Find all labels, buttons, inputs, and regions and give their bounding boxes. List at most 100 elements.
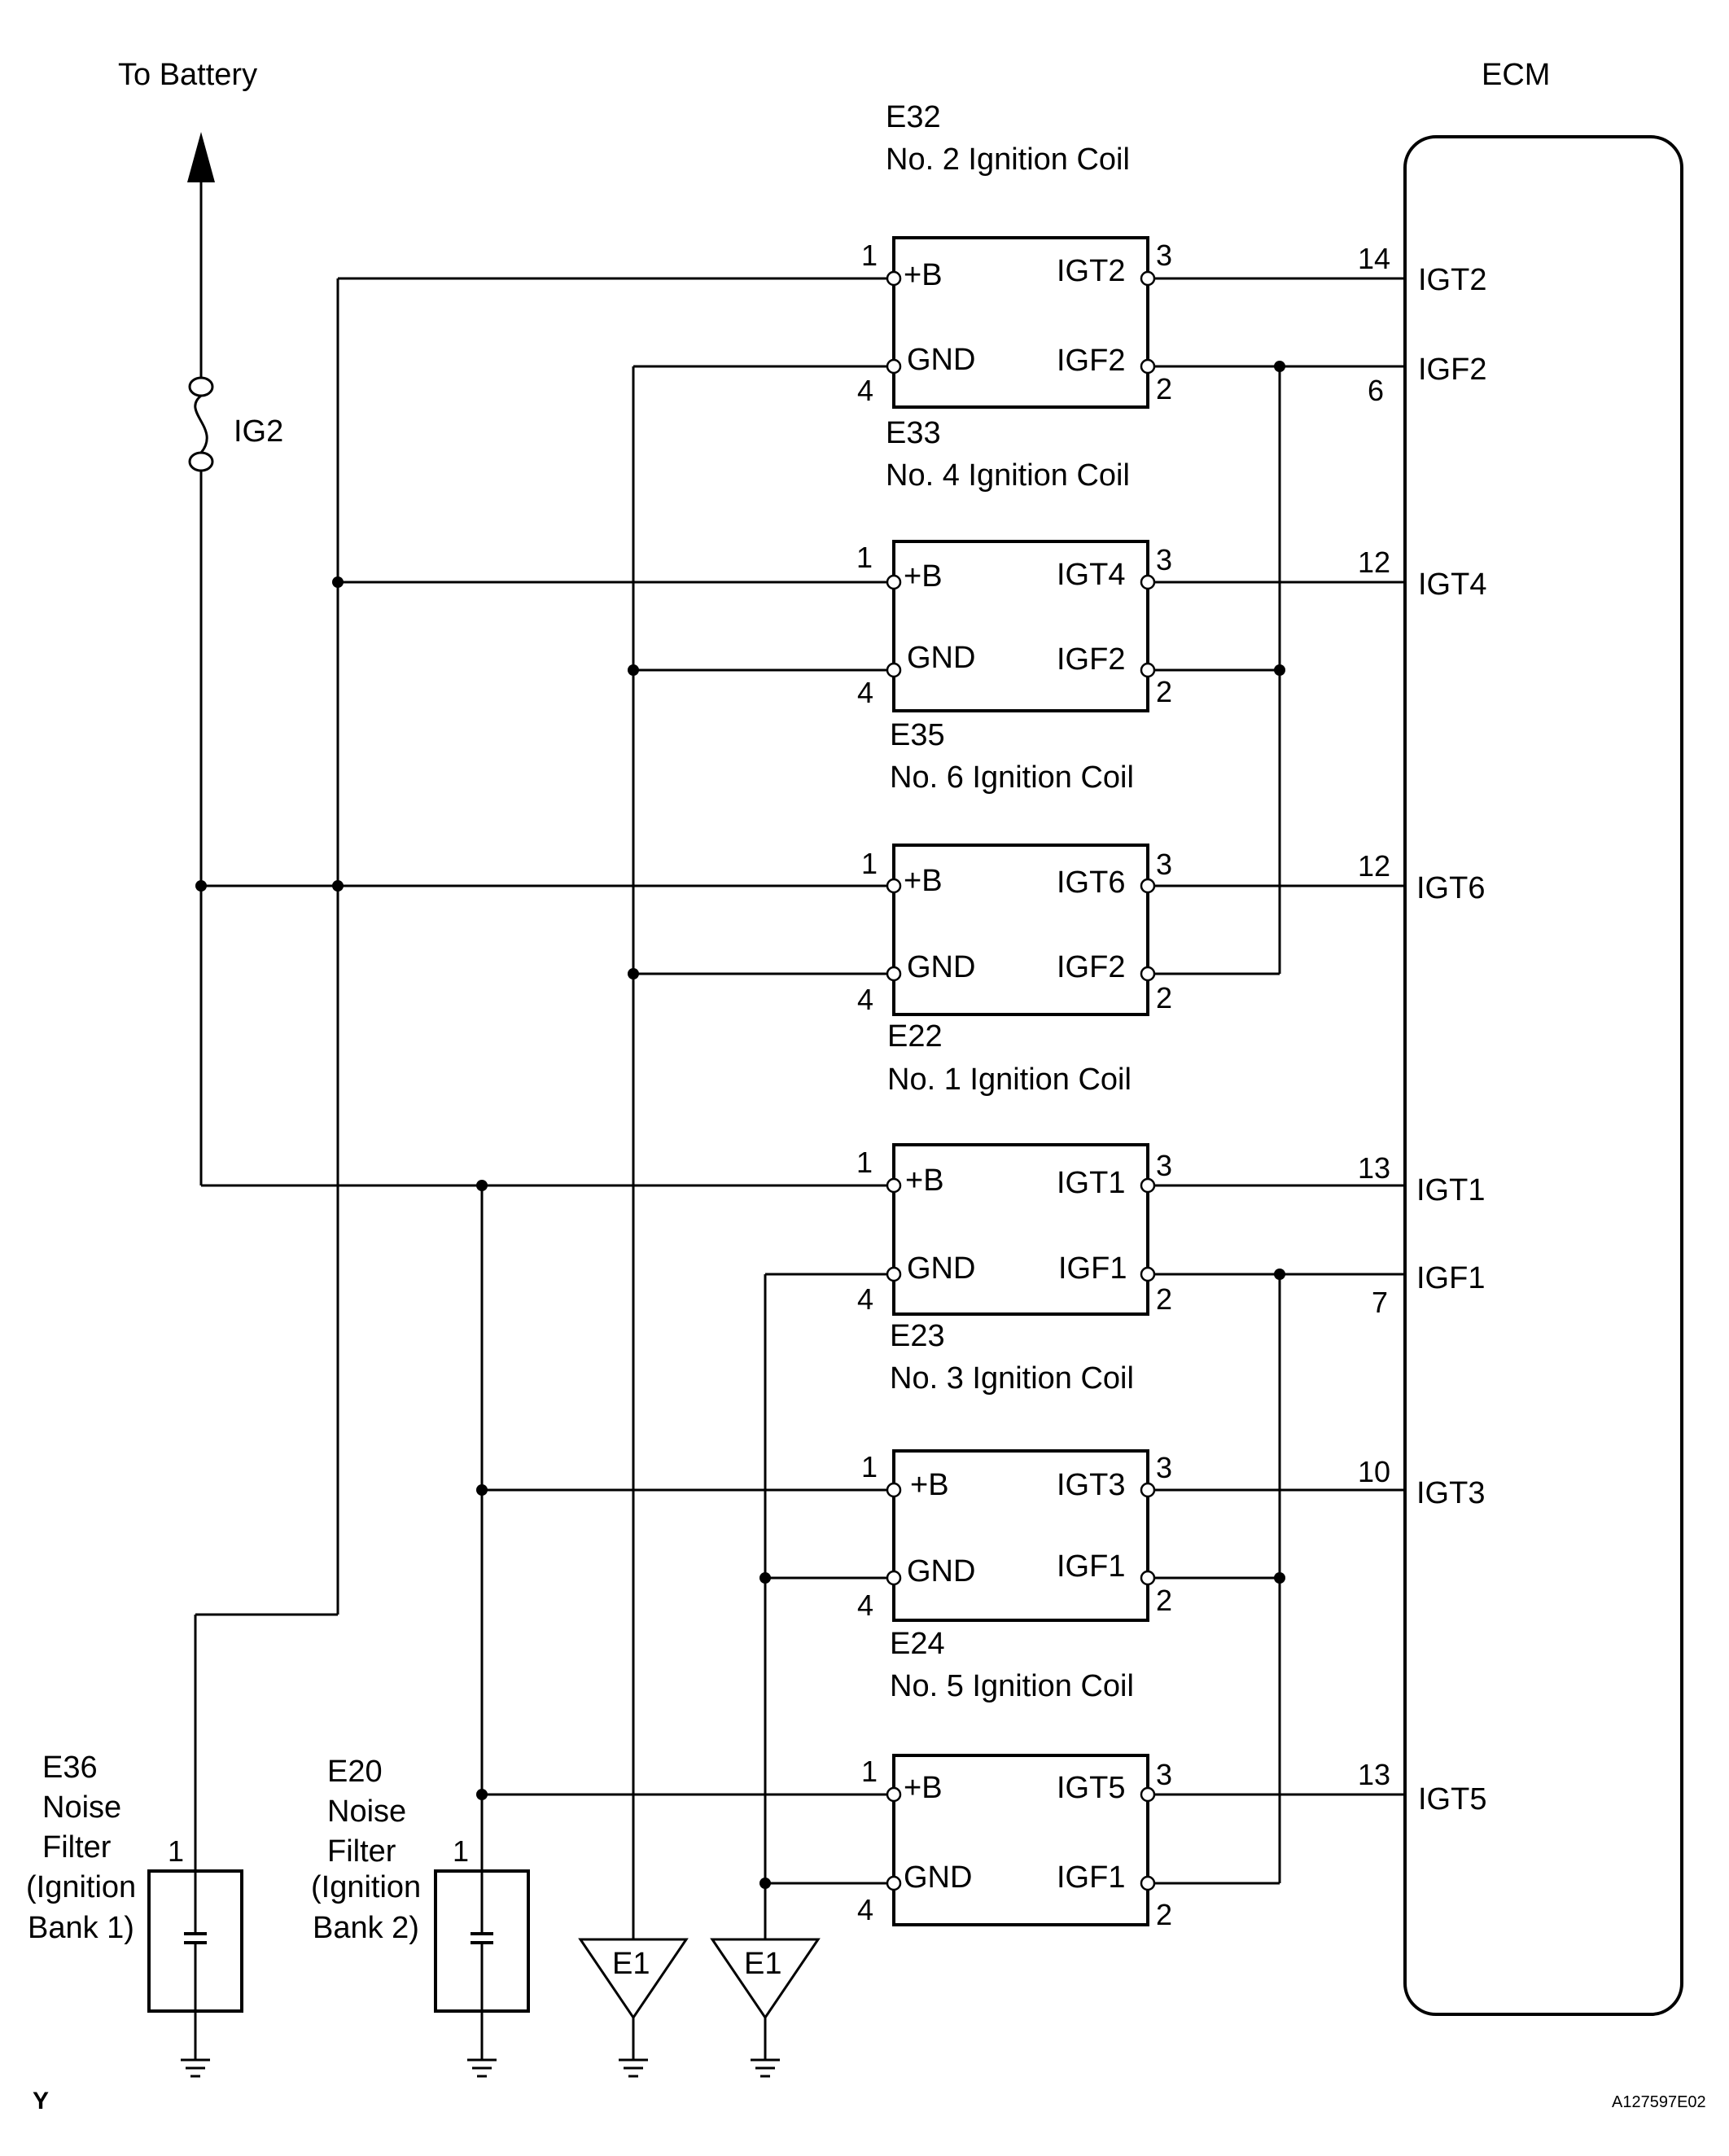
ecm-pin-igt: 12 <box>1358 546 1390 579</box>
pin-igf: IGF2 <box>1057 950 1125 984</box>
filter-line: (Ignition <box>26 1870 136 1904</box>
pin-gnd: GND <box>907 641 975 675</box>
ignition-coil-e32: E32 No. 2 Ignition Coil +B GND IGT2 IGF2… <box>857 100 1390 409</box>
ecm-pin-igt: 13 <box>1358 1151 1390 1185</box>
ground-e1-right: E1 <box>710 1938 821 2078</box>
ecm-terminal: IGT3 <box>1416 1476 1485 1510</box>
ground-e1-left: E1 <box>578 1938 689 2078</box>
pin-plus-b: +B <box>910 1468 949 1502</box>
noise-filter-e20: E20 Noise Filter (Ignition Bank 2) 1 <box>311 1755 530 2078</box>
pin-igf: IGF2 <box>1057 642 1125 677</box>
coil-box <box>892 1754 1149 1926</box>
ecm-box <box>1403 135 1683 2016</box>
ecm-terminal: IGT2 <box>1418 263 1486 297</box>
coil-name: No. 1 Ignition Coil <box>887 1063 1132 1097</box>
pin-num-3: 3 <box>1156 239 1172 272</box>
ecm-title: ECM <box>1482 58 1550 92</box>
filter-code: E20 <box>327 1755 383 1789</box>
pin-plus-b: +B <box>904 1771 943 1805</box>
coil-name: No. 3 Ignition Coil <box>890 1361 1134 1396</box>
pin-num-2: 2 <box>1156 1898 1172 1931</box>
ecm-pin-igt: 13 <box>1358 1758 1390 1791</box>
coil-box <box>892 1143 1149 1316</box>
pin-gnd: GND <box>907 1554 975 1589</box>
coil-box <box>892 844 1149 1016</box>
pin-num-4: 4 <box>857 983 873 1016</box>
pin-num-4: 4 <box>857 1893 873 1926</box>
pin-igt: IGT6 <box>1057 865 1125 900</box>
pin-plus-b: +B <box>905 1163 944 1198</box>
coil-name: No. 5 Ignition Coil <box>890 1669 1134 1703</box>
capacitor-icon <box>471 1871 493 2011</box>
pin-igf: IGF2 <box>1057 344 1125 378</box>
footer-mark: Y <box>33 2088 49 2114</box>
pin-num-1: 1 <box>856 1146 873 1179</box>
ground-icon <box>619 2058 648 2078</box>
pin-num-3: 3 <box>1156 543 1172 576</box>
filter-line: Filter <box>327 1834 396 1869</box>
coil-code: E33 <box>886 416 941 450</box>
pin-num-2: 2 <box>1156 372 1172 405</box>
ecm-pin-igt: 14 <box>1358 242 1390 275</box>
coil-code: E23 <box>890 1319 945 1353</box>
pin-gnd: GND <box>907 343 975 377</box>
filter-line: (Ignition <box>311 1870 421 1904</box>
ecm-pin-igt: 10 <box>1358 1455 1390 1488</box>
pin-num-2: 2 <box>1156 675 1172 708</box>
pin-num-4: 4 <box>857 1282 873 1316</box>
pin-num-3: 3 <box>1156 848 1172 881</box>
ecm-pin-igf: 6 <box>1368 374 1384 407</box>
pin-num-4: 4 <box>857 374 873 407</box>
ground-icon <box>467 2058 497 2078</box>
pin-num-4: 4 <box>857 1589 873 1622</box>
pin-plus-b: +B <box>904 559 943 594</box>
ignition-coil-e22: E22 No. 1 Ignition Coil +B GND IGT1 IGF1… <box>856 1019 1390 1319</box>
pin-plus-b: +B <box>904 864 943 898</box>
pin-igf: IGF1 <box>1058 1251 1127 1286</box>
pin-num-1: 1 <box>861 1450 878 1483</box>
filter-line: Noise <box>327 1794 406 1829</box>
coil-code: E35 <box>890 718 945 752</box>
coil-box <box>892 540 1149 712</box>
ecm-terminal-labels: IGT2 IGF2 IGT4 IGT6 IGT1 IGF1 IGT3 IGT5 <box>1416 263 1486 1816</box>
to-battery-label: To Battery <box>118 58 257 92</box>
pin-igf: IGF1 <box>1057 1860 1125 1895</box>
pin-num-1: 1 <box>861 239 878 272</box>
ground-icon <box>181 2058 210 2078</box>
filter-line: Noise <box>42 1790 121 1825</box>
ignition-coil-e23: E23 No. 3 Ignition Coil +B GND IGT3 IGF1… <box>857 1319 1390 1622</box>
pin-num-1: 1 <box>861 1755 878 1788</box>
coil-name: No. 2 Ignition Coil <box>886 142 1130 177</box>
pin-igt: IGT3 <box>1057 1468 1125 1502</box>
fuse-ig2-icon <box>188 376 214 472</box>
pin-num-2: 2 <box>1156 1282 1172 1316</box>
ground-triangle-icon <box>578 1938 689 2020</box>
pin-igt: IGT5 <box>1057 1771 1125 1805</box>
pin-igt: IGT4 <box>1057 558 1125 592</box>
ignition-coil-e35: E35 No. 6 Ignition Coil +B GND IGT6 IGF2… <box>857 718 1390 1016</box>
fuse-label: IG2 <box>234 414 283 449</box>
pin-num-4: 4 <box>857 676 873 709</box>
pin-igt: IGT1 <box>1057 1166 1125 1200</box>
pin-num-2: 2 <box>1156 981 1172 1014</box>
coil-box <box>892 236 1149 409</box>
filter-code: E36 <box>42 1751 98 1785</box>
battery-arrow-icon <box>187 132 215 182</box>
coil-code: E32 <box>886 100 941 134</box>
pin-igt: IGT2 <box>1057 254 1125 288</box>
ecm-terminal: IGF1 <box>1416 1261 1485 1295</box>
pin-num-1: 1 <box>861 847 878 880</box>
pin-num-2: 2 <box>1156 1584 1172 1617</box>
pin-gnd: GND <box>907 950 975 984</box>
ecm-terminal: IGT5 <box>1418 1782 1486 1816</box>
coil-box <box>892 1449 1149 1622</box>
capacitor-icon <box>184 1871 207 2011</box>
noise-filter-e36: E36 Noise Filter (Ignition Bank 1) 1 <box>26 1751 243 2078</box>
ground-label: E1 <box>612 1947 650 1981</box>
coil-name: No. 6 Ignition Coil <box>890 760 1134 795</box>
pin-gnd: GND <box>904 1860 972 1895</box>
pin-num-3: 3 <box>1156 1451 1172 1484</box>
filter-line: Filter <box>42 1830 112 1865</box>
pin-plus-b: +B <box>904 258 943 292</box>
figure-id: A127597E02 <box>1612 2093 1706 2111</box>
